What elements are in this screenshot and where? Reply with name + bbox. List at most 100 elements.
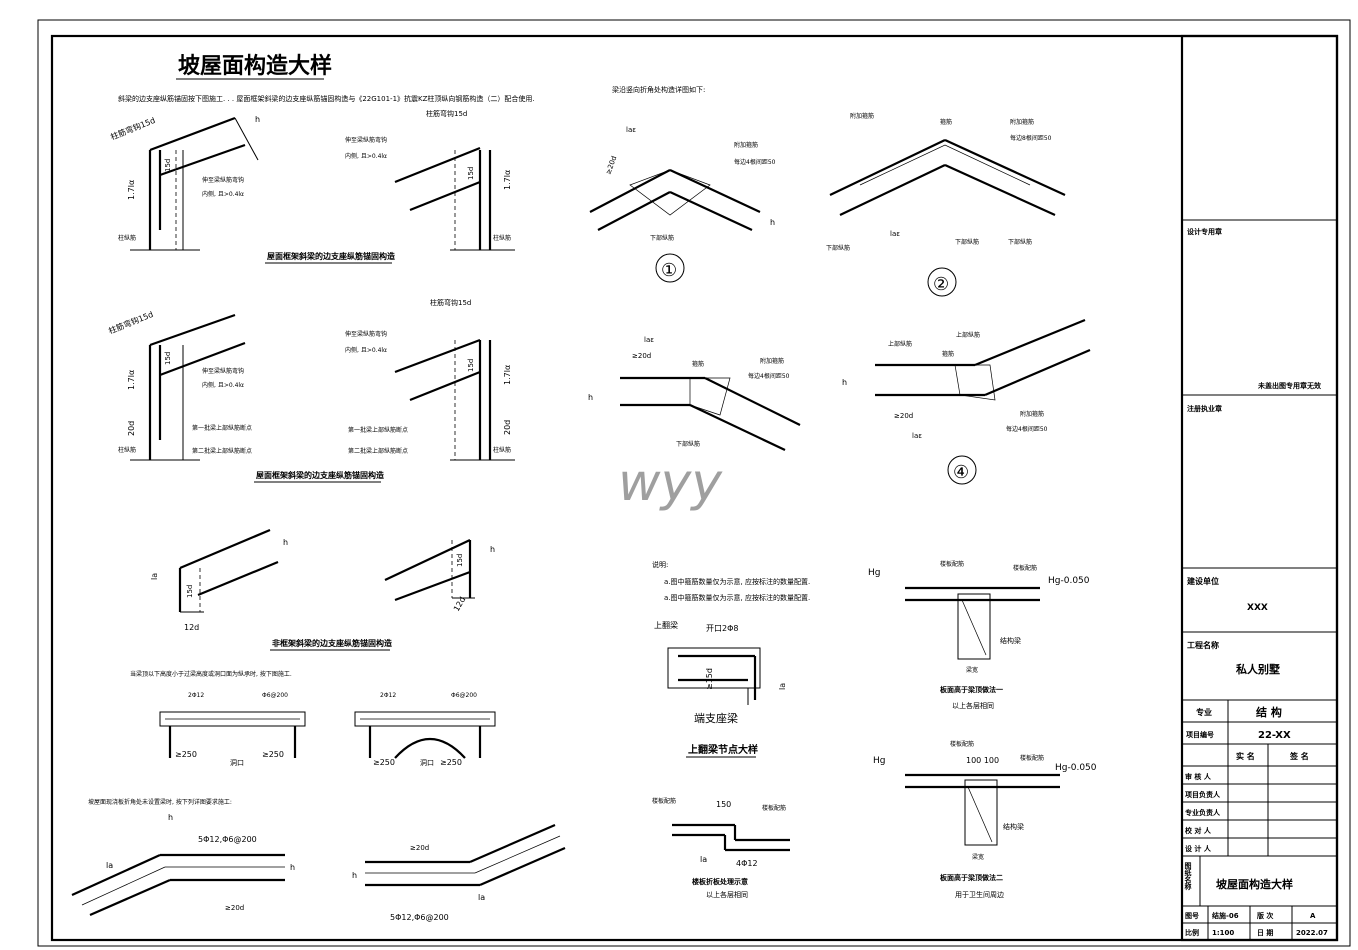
tb-role-2: 专业负责人 [1185, 808, 1221, 817]
tb-discipline: 结 构 [1255, 705, 1282, 719]
svg-text:柱纵筋: 柱纵筋 [118, 234, 136, 242]
tb-stamp-note: 未盖出图专用章无效 [1258, 381, 1322, 390]
explain-a: a.图中箍筋数量仅为示意, 应按标注的数量配置. [664, 577, 810, 586]
svg-text:1.7lα: 1.7lα [127, 370, 136, 390]
explain-title: 说明: [652, 560, 668, 569]
svg-text:上翻梁: 上翻梁 [654, 621, 678, 630]
tb-date: 2022.07 [1296, 929, 1328, 937]
tb-projno-label: 项目编号 [1186, 730, 1214, 739]
svg-text:柱纵筋: 柱纵筋 [493, 446, 511, 454]
svg-text:箍筋: 箍筋 [942, 350, 954, 358]
svg-text:h: h [490, 545, 495, 554]
svg-text:第一批梁上部纵筋断点: 第一批梁上部纵筋断点 [348, 426, 408, 434]
bend-detail-2: 附加箍筋 箍筋 附加箍筋 每边8根间距50 laε 下部纵筋 下部纵筋 下部纵筋 [826, 112, 1066, 252]
tb-role-3: 校 对 人 [1185, 826, 1212, 835]
caption-3: 非框架斜梁的边支座纵筋锚固构造 [272, 638, 392, 648]
svg-text:伸至梁纵筋弯钩: 伸至梁纵筋弯钩 [202, 367, 244, 375]
tb-project-label: 工程名称 [1187, 640, 1219, 650]
svg-text:下部纵筋: 下部纵筋 [650, 234, 674, 242]
svg-text:la: la [778, 683, 787, 690]
svg-text:内侧, 且>0.4lα: 内侧, 且>0.4lα [202, 190, 244, 198]
svg-text:≥250: ≥250 [440, 758, 462, 767]
svg-text:Hg: Hg [873, 756, 885, 766]
svg-text:附加箍筋: 附加箍筋 [760, 357, 784, 365]
detail-opening-2: 2Φ12 Φ6@200 ≥250 ≥250 洞口 [354, 692, 496, 767]
svg-text:Φ6@200: Φ6@200 [262, 692, 288, 699]
svg-text:h: h [842, 378, 847, 387]
svg-text:梁宽: 梁宽 [972, 853, 984, 861]
tb-date-label: 日 期 [1257, 928, 1273, 937]
explain-b: a.图中箍筋数量仅为示意, 应按标注的数量配置. [664, 593, 810, 602]
svg-text:laε: laε [912, 432, 922, 440]
svg-text:内侧, 且>0.4lα: 内侧, 且>0.4lα [345, 346, 387, 354]
svg-text:15d: 15d [186, 585, 194, 598]
svg-text:laε: laε [890, 230, 900, 238]
tb-role-4: 设 计 人 [1185, 844, 1212, 853]
svg-text:第二批梁上部纵筋断点: 第二批梁上部纵筋断点 [348, 447, 408, 455]
tb-version: A [1310, 912, 1316, 920]
svg-text:柱筋弯钩15d: 柱筋弯钩15d [107, 309, 155, 336]
intro-note: 斜梁的边支座纵筋锚固按下图施工. . . 屋面框架斜梁的边支座纵筋锚固构造与《2… [118, 94, 535, 103]
detail-nonframe-beam-1: la 15d 12d h [150, 528, 288, 632]
svg-text:5Φ12,Φ6@200: 5Φ12,Φ6@200 [198, 835, 257, 844]
svg-text:≥20d: ≥20d [894, 412, 913, 420]
tb-reg-stamp: 注册执业章 [1187, 404, 1222, 413]
svg-text:附加箍筋: 附加箍筋 [734, 141, 758, 149]
svg-text:箍筋: 箍筋 [692, 360, 704, 368]
bend-detail-1: laε ≥20d 附加箍筋 每边4根间距50 下部纵筋 h [589, 126, 776, 242]
svg-text:下部纵筋: 下部纵筋 [676, 440, 700, 448]
svg-text:柱纵筋: 柱纵筋 [118, 446, 136, 454]
bend-circle-1 [655, 253, 685, 283]
svg-text:≥250: ≥250 [373, 758, 395, 767]
detail-frame-beam-anchor-2: 柱筋弯钩15d 伸至梁纵筋弯钩 内侧, 且>0.4lα 15d 1.7lα 柱纵… [345, 109, 515, 251]
tb-sig-name: 实 名 [1236, 751, 1255, 761]
svg-text:每边4根间距50: 每边4根间距50 [734, 158, 776, 166]
bend-num-4: ④ [953, 462, 969, 483]
caption-upturn: 上翻梁节点大样 [688, 743, 758, 756]
svg-text:≥20d: ≥20d [632, 352, 651, 360]
detail-slab-fold-small: 楼板配筋 楼板配筋 150 la 4Φ12 [652, 797, 790, 868]
svg-text:20d: 20d [127, 421, 136, 436]
tb-scale: 1:100 [1212, 929, 1234, 937]
svg-text:柱筋弯钩15d: 柱筋弯钩15d [430, 298, 471, 307]
svg-text:la: la [700, 855, 707, 864]
svg-text:20d: 20d [503, 420, 512, 435]
svg-text:la: la [478, 893, 485, 902]
caption-slab-fold-sub: 以上各层相同 [706, 890, 748, 899]
caption-slab-high-2-sub: 用于卫生间周边 [955, 890, 1004, 899]
svg-text:h: h [770, 218, 775, 227]
tb-role-1: 项目负责人 [1185, 790, 1221, 799]
svg-text:伸至梁纵筋弯钩: 伸至梁纵筋弯钩 [345, 330, 387, 338]
bend-intro: 梁沿竖向折角处构造详图如下: [612, 85, 705, 94]
detail-slab-high-1: Hg Hg-0.050 楼板配筋 楼板配筋 结构梁 梁宽 [868, 560, 1090, 674]
svg-text:h: h [255, 115, 260, 124]
svg-text:楼板配筋: 楼板配筋 [762, 804, 786, 812]
bend-num-2: ② [933, 274, 949, 295]
svg-text:上部纵筋: 上部纵筋 [888, 340, 912, 348]
svg-text:1.7lα: 1.7lα [503, 170, 512, 190]
title-block [1180, 34, 1339, 942]
svg-text:伸至梁纵筋弯钩: 伸至梁纵筋弯钩 [345, 136, 387, 144]
svg-text:≥20d: ≥20d [604, 155, 618, 176]
caption-2: 屋面框架斜梁的边支座纵筋锚固构造 [256, 470, 384, 480]
svg-text:15d: 15d [467, 167, 475, 180]
tb-project: 私人别墅 [1236, 662, 1280, 676]
svg-text:附加箍筋: 附加箍筋 [1020, 410, 1044, 418]
svg-text:端支座梁: 端支座梁 [694, 711, 738, 725]
svg-text:下部纵筋: 下部纵筋 [1008, 238, 1032, 246]
svg-text:楼板配筋: 楼板配筋 [1013, 564, 1037, 572]
caption-slab-fold: 楼板折板处理示意 [692, 877, 748, 886]
detail-frame-beam-anchor-4: 柱筋弯钩15d 伸至梁纵筋弯钩 内侧, 且>0.4lα 15d 1.7lα 20… [345, 298, 515, 461]
caption-slab-high-2: 板面高于梁顶做法二 [940, 873, 1003, 882]
svg-text:内侧, 且>0.4lα: 内侧, 且>0.4lα [202, 381, 244, 389]
detail-frame-beam-anchor-3: 柱筋弯钩15d 1.7lα 20d 15d 伸至梁纵筋弯钩 内侧, 且>0.4l… [107, 309, 252, 461]
svg-text:每边4根间距50: 每边4根间距50 [748, 372, 790, 380]
detail-opening-1: 2Φ12 Φ6@200 ≥250 ≥250 洞口 [159, 692, 306, 767]
tb-version-label: 版 次 [1257, 911, 1273, 920]
svg-text:laε: laε [644, 336, 654, 344]
svg-text:内侧, 且>0.4lα: 内侧, 且>0.4lα [345, 152, 387, 160]
svg-text:每边4根间距50: 每边4根间距50 [1006, 425, 1048, 433]
tb-drawing-name-label: 图纸名称 [1184, 861, 1192, 891]
bend-detail-4: 上部纵筋 上部纵筋 箍筋 附加箍筋 每边4根间距50 ≥20d laε h [842, 318, 1091, 440]
watermark: wyy [618, 453, 723, 513]
